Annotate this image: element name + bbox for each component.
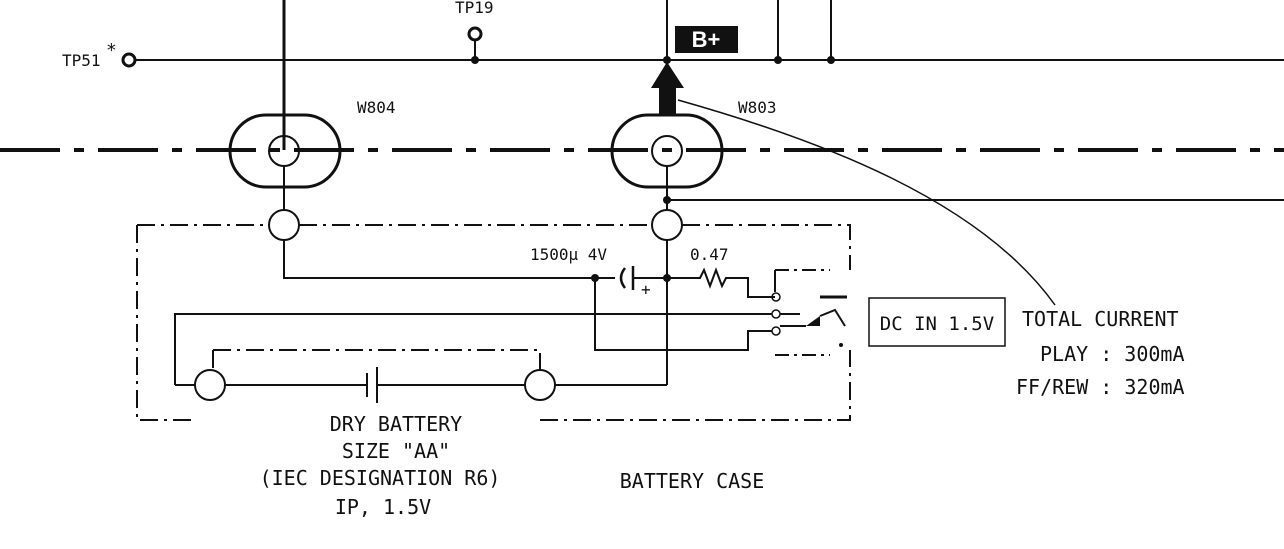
capacitor-plus-label: +	[641, 280, 651, 299]
total-current-leader-line	[677, 99, 1056, 306]
w803-label: W803	[738, 98, 777, 117]
battery-holder-outline	[212, 349, 541, 370]
battery-label-line3: (IEC DESIGNATION R6)	[260, 466, 501, 490]
dc-in-box	[868, 297, 1006, 347]
negative-wire	[283, 240, 615, 279]
battery-label-line1: DRY BATTERY	[330, 412, 462, 436]
tp51-asterisk: *	[106, 40, 117, 61]
case-terminal	[651, 209, 683, 241]
capacitor-label: 1500μ 4V	[530, 245, 607, 264]
total-current-title: TOTAL CURRENT	[1022, 307, 1179, 331]
resistor-label: 0.47	[690, 245, 729, 264]
dc-in-label: DC IN 1.5V	[880, 313, 994, 335]
b-plus-label: B+	[692, 27, 721, 52]
b-plus-badge	[675, 26, 738, 53]
battery-terminal-positive	[524, 369, 556, 401]
battery-terminal-negative	[194, 369, 226, 401]
battery-case-label: BATTERY CASE	[620, 469, 765, 493]
junction-dot	[663, 196, 671, 204]
junction-dot	[663, 56, 671, 64]
resistor	[667, 267, 775, 298]
battery-cell-symbol	[225, 367, 525, 403]
case-terminal	[268, 209, 300, 241]
ffrew-current: FF/REW : 320mA	[1016, 375, 1185, 399]
junction-dot	[827, 56, 835, 64]
tp51-test-point	[121, 52, 137, 68]
w804-label: W804	[357, 98, 396, 117]
battery-label-line2: SIZE "AA"	[342, 439, 450, 463]
tp19-label: TP19	[455, 0, 494, 17]
capacitor	[619, 266, 667, 290]
tp51-label: TP51	[62, 51, 101, 70]
jack-switch-wire	[594, 278, 772, 351]
dc-jack	[771, 269, 847, 356]
play-current: PLAY : 300mA	[1040, 342, 1185, 366]
tp19-test-point	[467, 26, 483, 64]
battery-case-outline	[136, 224, 851, 421]
battery-negative-wire	[174, 313, 772, 385]
junction-dot	[774, 56, 782, 64]
b-plus-arrow	[651, 62, 684, 115]
battery-label-line4: IP, 1.5V	[335, 495, 431, 519]
